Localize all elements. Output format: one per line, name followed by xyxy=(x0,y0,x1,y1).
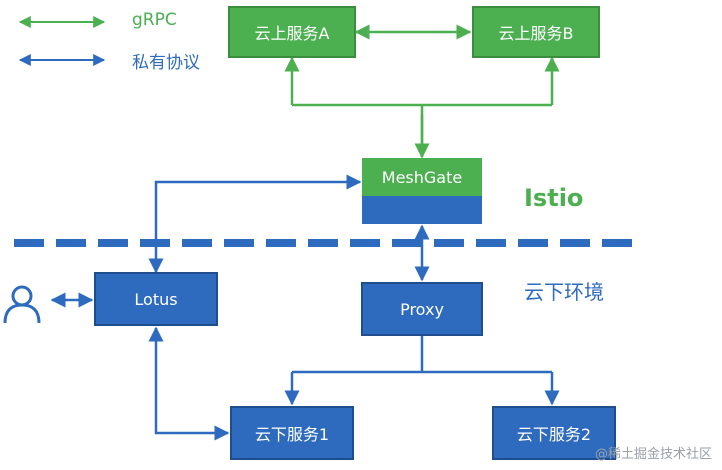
legend-private-label: 私有协议 xyxy=(132,53,200,73)
edge-lotus-meshgate xyxy=(148,174,362,274)
watermark: @稀土掘金技术社区 xyxy=(594,447,712,462)
edge-lotus-service1 xyxy=(148,326,230,441)
edge-proxy-services xyxy=(292,336,552,374)
proxy-node[interactable]: Proxy xyxy=(361,282,483,336)
local-service-2[interactable]: 云下服务2 xyxy=(492,406,616,460)
cloud-service-b[interactable]: 云上服务B xyxy=(472,6,600,58)
istio-label: Istio xyxy=(524,184,584,212)
meshgate-base xyxy=(362,196,482,224)
legend-grpc-label: gRPC xyxy=(132,10,177,30)
on-prem-label: 云下环境 xyxy=(524,280,604,304)
lotus-node[interactable]: Lotus xyxy=(94,272,218,326)
user-icon xyxy=(3,285,41,324)
cloud-service-a[interactable]: 云上服务A xyxy=(228,6,356,58)
meshgate-node[interactable]: MeshGate xyxy=(362,158,482,196)
local-service-1[interactable]: 云下服务1 xyxy=(230,406,354,460)
